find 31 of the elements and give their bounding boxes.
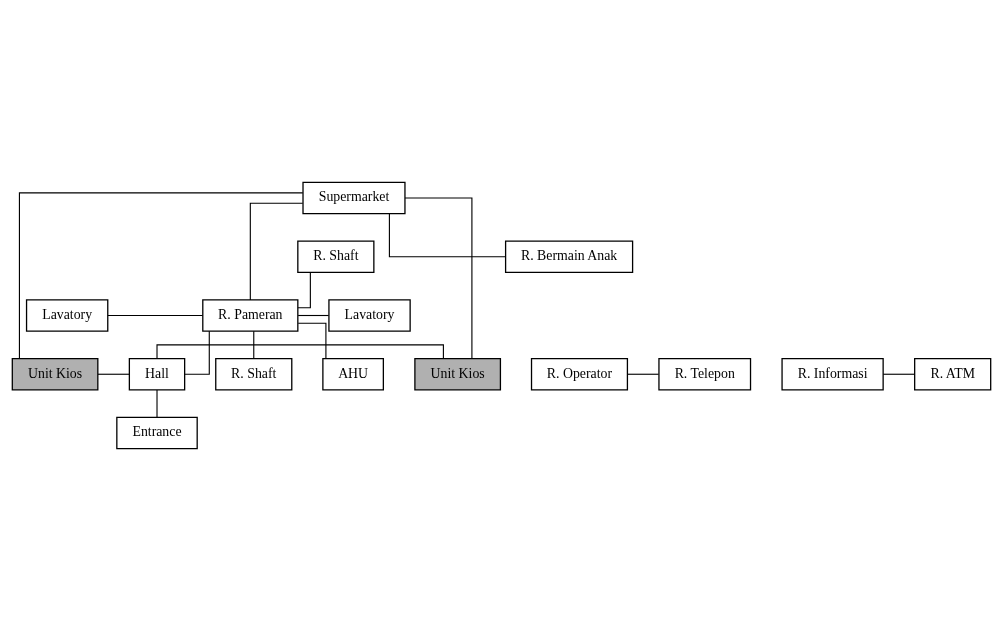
node-box: AHU [322, 358, 384, 391]
node-box: R. Informasi [781, 358, 884, 391]
node-box: R. Shaft [297, 240, 375, 273]
node-box: Hall [128, 358, 186, 391]
node-box: Supermarket [302, 181, 406, 215]
node-box: Unit Kios [11, 358, 99, 391]
node-box: R. Pameran [202, 299, 299, 332]
connector [882, 373, 916, 375]
connector [404, 197, 473, 360]
node-box: Lavatory [328, 299, 411, 332]
connector [249, 202, 304, 301]
node-box: R. Operator [530, 358, 629, 391]
connector [297, 271, 311, 309]
connector [156, 389, 158, 418]
node-box: R. Telepon [658, 358, 752, 391]
connector [184, 330, 210, 375]
node-box: R. Bermain Anak [504, 240, 634, 273]
node-box: Lavatory [25, 299, 109, 332]
connector [297, 314, 330, 317]
connector [107, 314, 204, 317]
connector [297, 322, 327, 360]
connector [388, 213, 507, 258]
connector [156, 344, 444, 360]
node-box: Entrance [116, 416, 198, 450]
connector [97, 373, 130, 375]
connector [253, 330, 255, 359]
node-box: Unit Kios [414, 358, 502, 391]
connector [18, 192, 304, 359]
node-box: R. Shaft [215, 358, 293, 391]
node-box: R. ATM [914, 358, 992, 391]
connector [627, 373, 660, 375]
